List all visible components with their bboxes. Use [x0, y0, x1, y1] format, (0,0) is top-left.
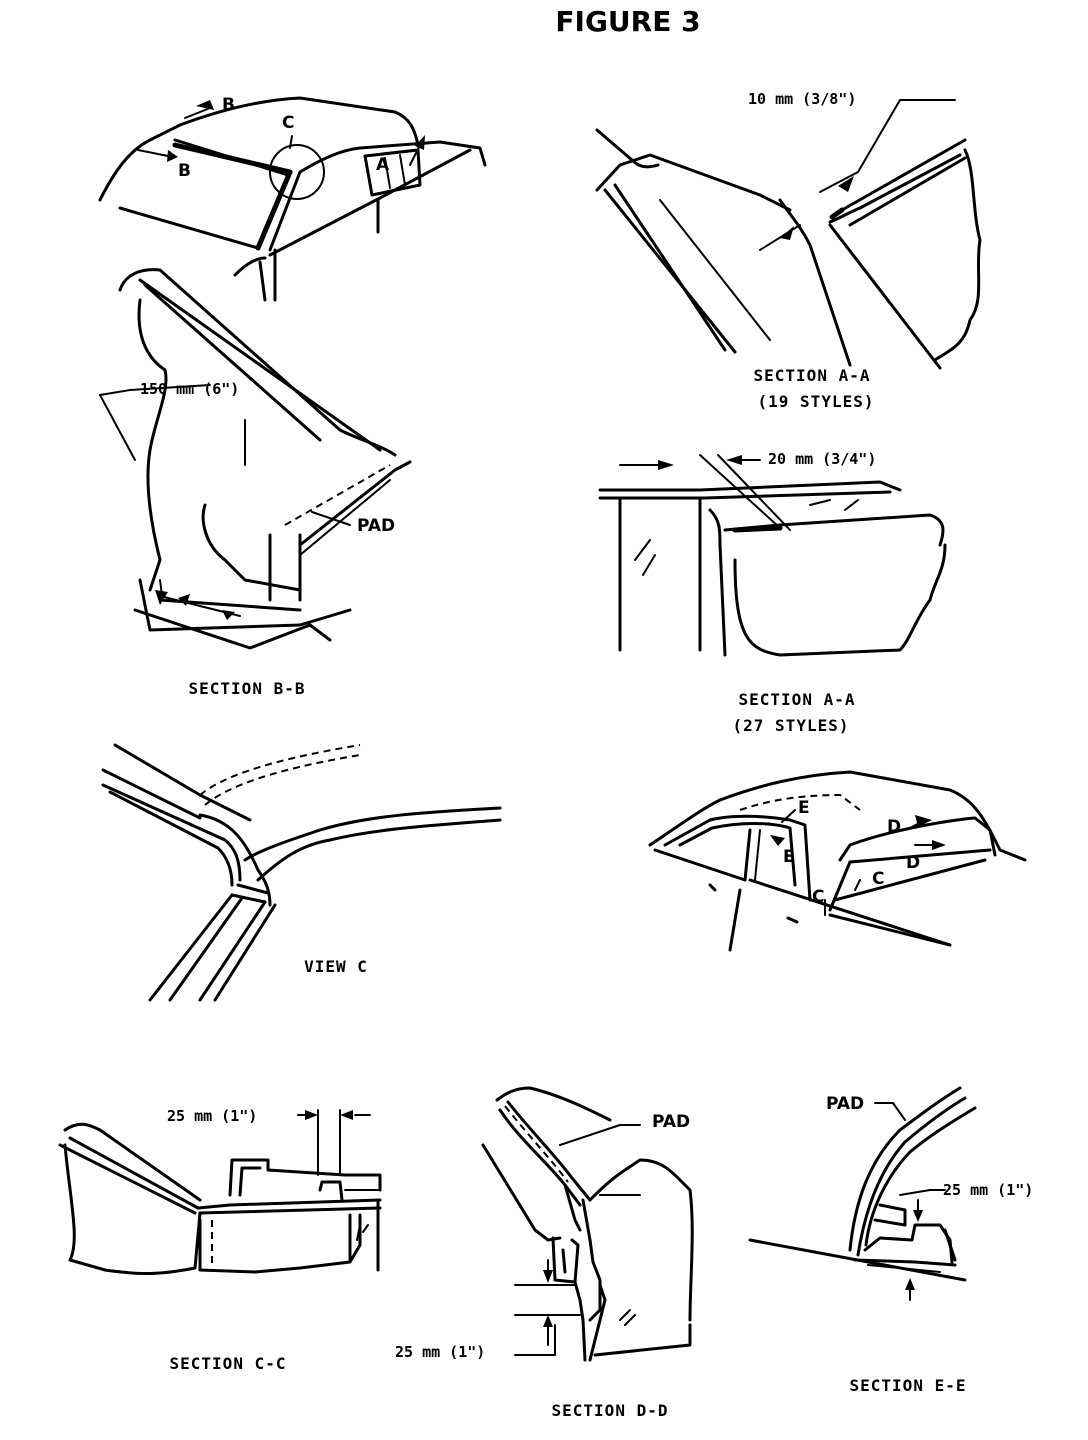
caption-section-aa-27-line1: SECTION A-A: [739, 690, 856, 709]
section-bb: 150 mm (6") PAD SECTION B-B: [99, 268, 412, 698]
label-b-bottom: B: [178, 161, 191, 181]
rear-car-view: E E D D C C: [648, 770, 1027, 952]
caption-section-bb: SECTION B-B: [189, 679, 306, 698]
caption-section-dd: SECTION D-D: [552, 1401, 669, 1420]
pad-label-bb: PAD: [357, 516, 395, 536]
label-c: C: [282, 113, 294, 133]
caption-section-cc: SECTION C-C: [170, 1354, 287, 1373]
label-d-bottom: D: [906, 853, 920, 873]
front-car-view: B B C A: [98, 95, 487, 302]
caption-section-aa-27-line2: (27 STYLES): [733, 716, 850, 735]
caption-view-c: VIEW C: [304, 957, 368, 976]
caption-section-aa-19-line2: (19 STYLES): [758, 392, 875, 411]
dim-10mm: 10 mm (3/8"): [748, 90, 856, 108]
pad-label-dd: PAD: [652, 1112, 690, 1132]
pad-label-ee: PAD: [826, 1094, 864, 1114]
section-dd: PAD 25 mm (1") SECTION D-D: [395, 1086, 694, 1420]
dim-20mm: 20 mm (3/4"): [768, 450, 876, 468]
dim-25mm-cc: 25 mm (1"): [167, 1107, 257, 1125]
section-aa-19-styles: 10 mm (3/8") SECTION A-A (19 STYLES): [595, 90, 982, 411]
label-b-top: B: [222, 95, 235, 115]
label-c-left: C: [812, 887, 824, 907]
caption-section-aa-19-line1: SECTION A-A: [754, 366, 871, 385]
caption-section-ee: SECTION E-E: [850, 1376, 967, 1395]
dim-25mm-ee: 25 mm (1"): [943, 1181, 1033, 1199]
dim-25mm-dd: 25 mm (1"): [395, 1343, 485, 1361]
label-a: A: [376, 155, 390, 175]
label-e-top: E: [798, 798, 810, 818]
section-ee: PAD 25 mm (1") SECTION E-E: [748, 1086, 1033, 1395]
figure-title: FIGURE 3: [555, 5, 700, 38]
label-c-right: C: [872, 869, 884, 889]
label-d-top: D: [887, 817, 901, 837]
dim-150mm: 150 mm (6"): [140, 380, 239, 398]
view-c: VIEW C: [101, 743, 502, 1002]
section-cc: 25 mm (1") SECTION C-C: [58, 1107, 382, 1373]
section-aa-27-styles: 20 mm (3/4") SECTION A-A (27 STYLES): [598, 450, 947, 735]
label-e-bottom: E: [783, 847, 795, 867]
